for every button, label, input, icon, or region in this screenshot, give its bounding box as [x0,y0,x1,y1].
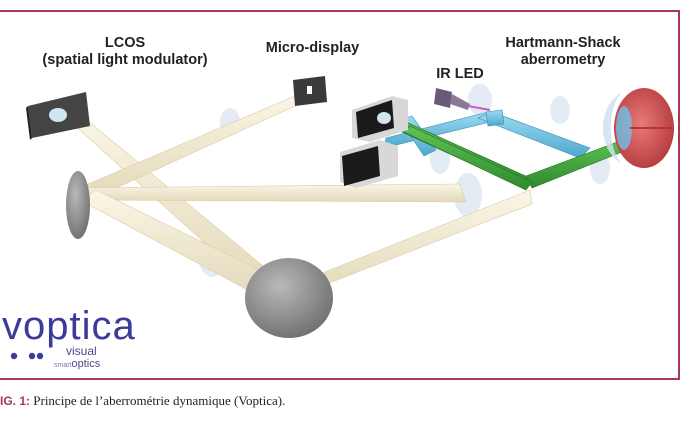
ir-led-label: IR LED [436,66,484,82]
hartmann-shack-label: Hartmann-Shack aberrometry [505,35,621,68]
main-mirror [245,258,333,338]
hartmann-shack-camera [352,96,408,142]
lcos-label: LCOS (spatial light modulator) [42,35,208,68]
logo-dots [10,352,44,360]
ir-led [434,88,491,111]
micro-display-label: Micro-display [265,40,360,56]
lcos-device [26,92,90,140]
eye-model [602,88,674,168]
logo-wordmark: voptica [2,304,136,348]
micro-display-device [293,76,327,106]
logo-sub-optics-text: optics [71,358,101,370]
visible-light-beams [59,92,533,303]
logo-sub-smart: smart [54,362,72,369]
green-beams [379,111,633,191]
left-mirror [66,171,90,239]
caption-text: Principe de l’aberrométrie dynamique (Vo… [30,393,286,408]
pupil-camera [340,140,398,188]
logo-sub-visual: visual [66,344,97,358]
figure-caption: IG. 1: Principe de l’aberrométrie dynami… [0,393,285,409]
logo-sub-optics: smartoptics [54,358,100,370]
caption-prefix: IG. 1: [0,394,31,408]
voptica-logo: voptica visual smartoptics [2,304,136,370]
